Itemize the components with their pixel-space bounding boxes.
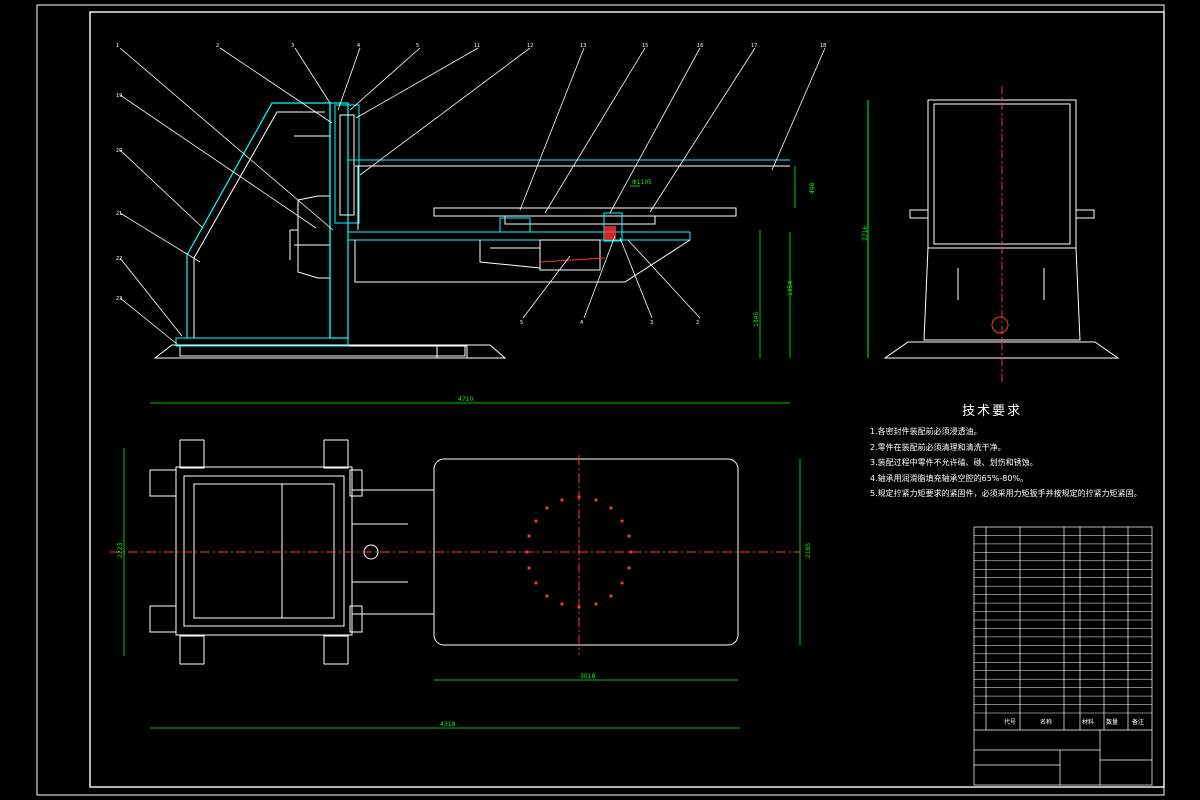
note-1: 1.各密封件装配前必须浸透油。 (870, 427, 982, 436)
svg-text:5: 5 (416, 43, 419, 49)
svg-text:22: 22 (116, 256, 122, 262)
dim-width-bottom: 4318 (440, 721, 455, 728)
svg-text:18: 18 (820, 43, 826, 49)
svg-text:4: 4 (580, 320, 583, 326)
note-3: 3.装配过程中零件不允许磕、碰、划伤和锈蚀。 (870, 458, 1038, 467)
inner-border (89, 11, 1165, 788)
dim-height-mid: 1354 (787, 281, 794, 296)
note-4: 4.轴承用润滑脂填充轴承空腔的65%-80%。 (870, 473, 1029, 483)
svg-text:21: 21 (116, 211, 122, 217)
svg-text:3: 3 (291, 43, 294, 49)
front-dimensions (630, 166, 796, 358)
svg-text:2: 2 (216, 43, 219, 49)
svg-text:16: 16 (697, 43, 703, 49)
bom-header-qty: 数量 (1106, 718, 1118, 726)
svg-text:13: 13 (580, 43, 586, 49)
svg-text:3: 3 (650, 320, 653, 326)
bill-of-materials (973, 526, 1153, 786)
bom-header-code: 代号 (1004, 718, 1016, 726)
technical-requirements-notes: 1.各密封件装配前必须浸透油。 2.零件在装配前必须清理和清洗干净。 3.装配过… (870, 424, 1142, 502)
bom-header-remark: 备注 (1132, 718, 1144, 726)
svg-text:15: 15 (642, 43, 648, 49)
svg-text:4: 4 (357, 43, 360, 49)
title-block (974, 729, 1152, 785)
svg-text:2: 2 (696, 320, 699, 326)
svg-text:11: 11 (474, 43, 480, 49)
svg-text:23: 23 (116, 296, 122, 302)
side-elevation-view: 2716 (862, 86, 1120, 385)
note-2: 2.零件在装配前必须清理和清洗干净。 (870, 442, 1006, 452)
bom-rows (974, 535, 1152, 714)
dim-height-table: 498 (809, 182, 816, 194)
technical-requirements-title: 技术要求 (962, 404, 1023, 419)
svg-text:20: 20 (116, 148, 122, 154)
svg-text:17: 17 (751, 43, 757, 49)
svg-text:12: 12 (527, 43, 533, 49)
dim-table-length: 3018 (580, 673, 595, 680)
dim-left-depth: 2223 (117, 543, 124, 558)
dim-right-height: 2716 (862, 226, 869, 241)
plan-view: 4710 4318 3018 2223 2185 (110, 396, 812, 729)
svg-text:5: 5 (520, 320, 523, 326)
dim-clearance: Φ1105 (632, 179, 652, 186)
svg-text:19: 19 (116, 93, 122, 99)
dim-right-depth: 2185 (805, 543, 812, 558)
dim-height-total: 1345 (753, 312, 760, 327)
note-5: 5.规定拧紧力矩要求的紧固件，必须采用力矩扳手并按规定的拧紧力矩紧固。 (870, 489, 1142, 498)
bolt-circle (525, 495, 633, 609)
bom-header-material: 材料 (1082, 718, 1094, 726)
bom-header-row: 代号 名称 材料 数量 备注 (1004, 718, 1144, 726)
dim-width-top: 4710 (458, 396, 473, 403)
bom-header-name: 名称 (1040, 718, 1052, 726)
svg-text:1: 1 (116, 43, 119, 49)
